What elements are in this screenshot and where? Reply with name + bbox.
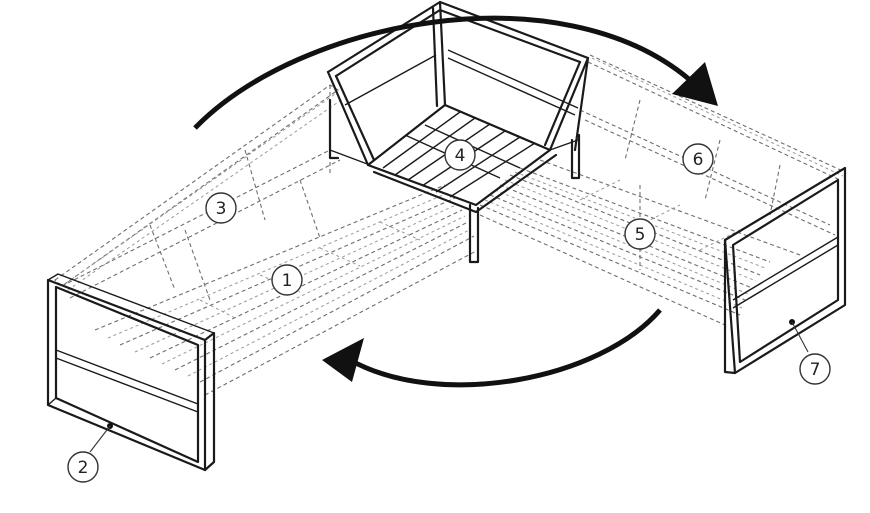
svg-text:2: 2 xyxy=(78,458,89,478)
callout-6: 6 xyxy=(682,143,714,175)
svg-text:4: 4 xyxy=(455,146,466,166)
left-armrest xyxy=(46,273,216,472)
rotation-arrow-top xyxy=(193,15,718,130)
callout-4: 4 xyxy=(444,139,476,171)
rotation-arrow-bottom xyxy=(322,308,662,388)
svg-text:5: 5 xyxy=(635,225,646,245)
svg-text:1: 1 xyxy=(282,271,293,291)
svg-text:7: 7 xyxy=(810,360,821,380)
callout-3: 3 xyxy=(205,192,237,224)
callout-5: 5 xyxy=(624,218,656,250)
callout-1: 1 xyxy=(271,264,303,296)
callout-7: 7 xyxy=(799,353,831,385)
corner-section xyxy=(326,0,590,264)
svg-text:3: 3 xyxy=(216,199,227,219)
callout-2: 2 xyxy=(67,451,99,483)
svg-text:6: 6 xyxy=(693,150,704,170)
leader-lines xyxy=(89,319,809,453)
right-section-dashed xyxy=(479,54,846,326)
left-section-dashed xyxy=(54,84,479,396)
right-armrest xyxy=(723,166,847,375)
